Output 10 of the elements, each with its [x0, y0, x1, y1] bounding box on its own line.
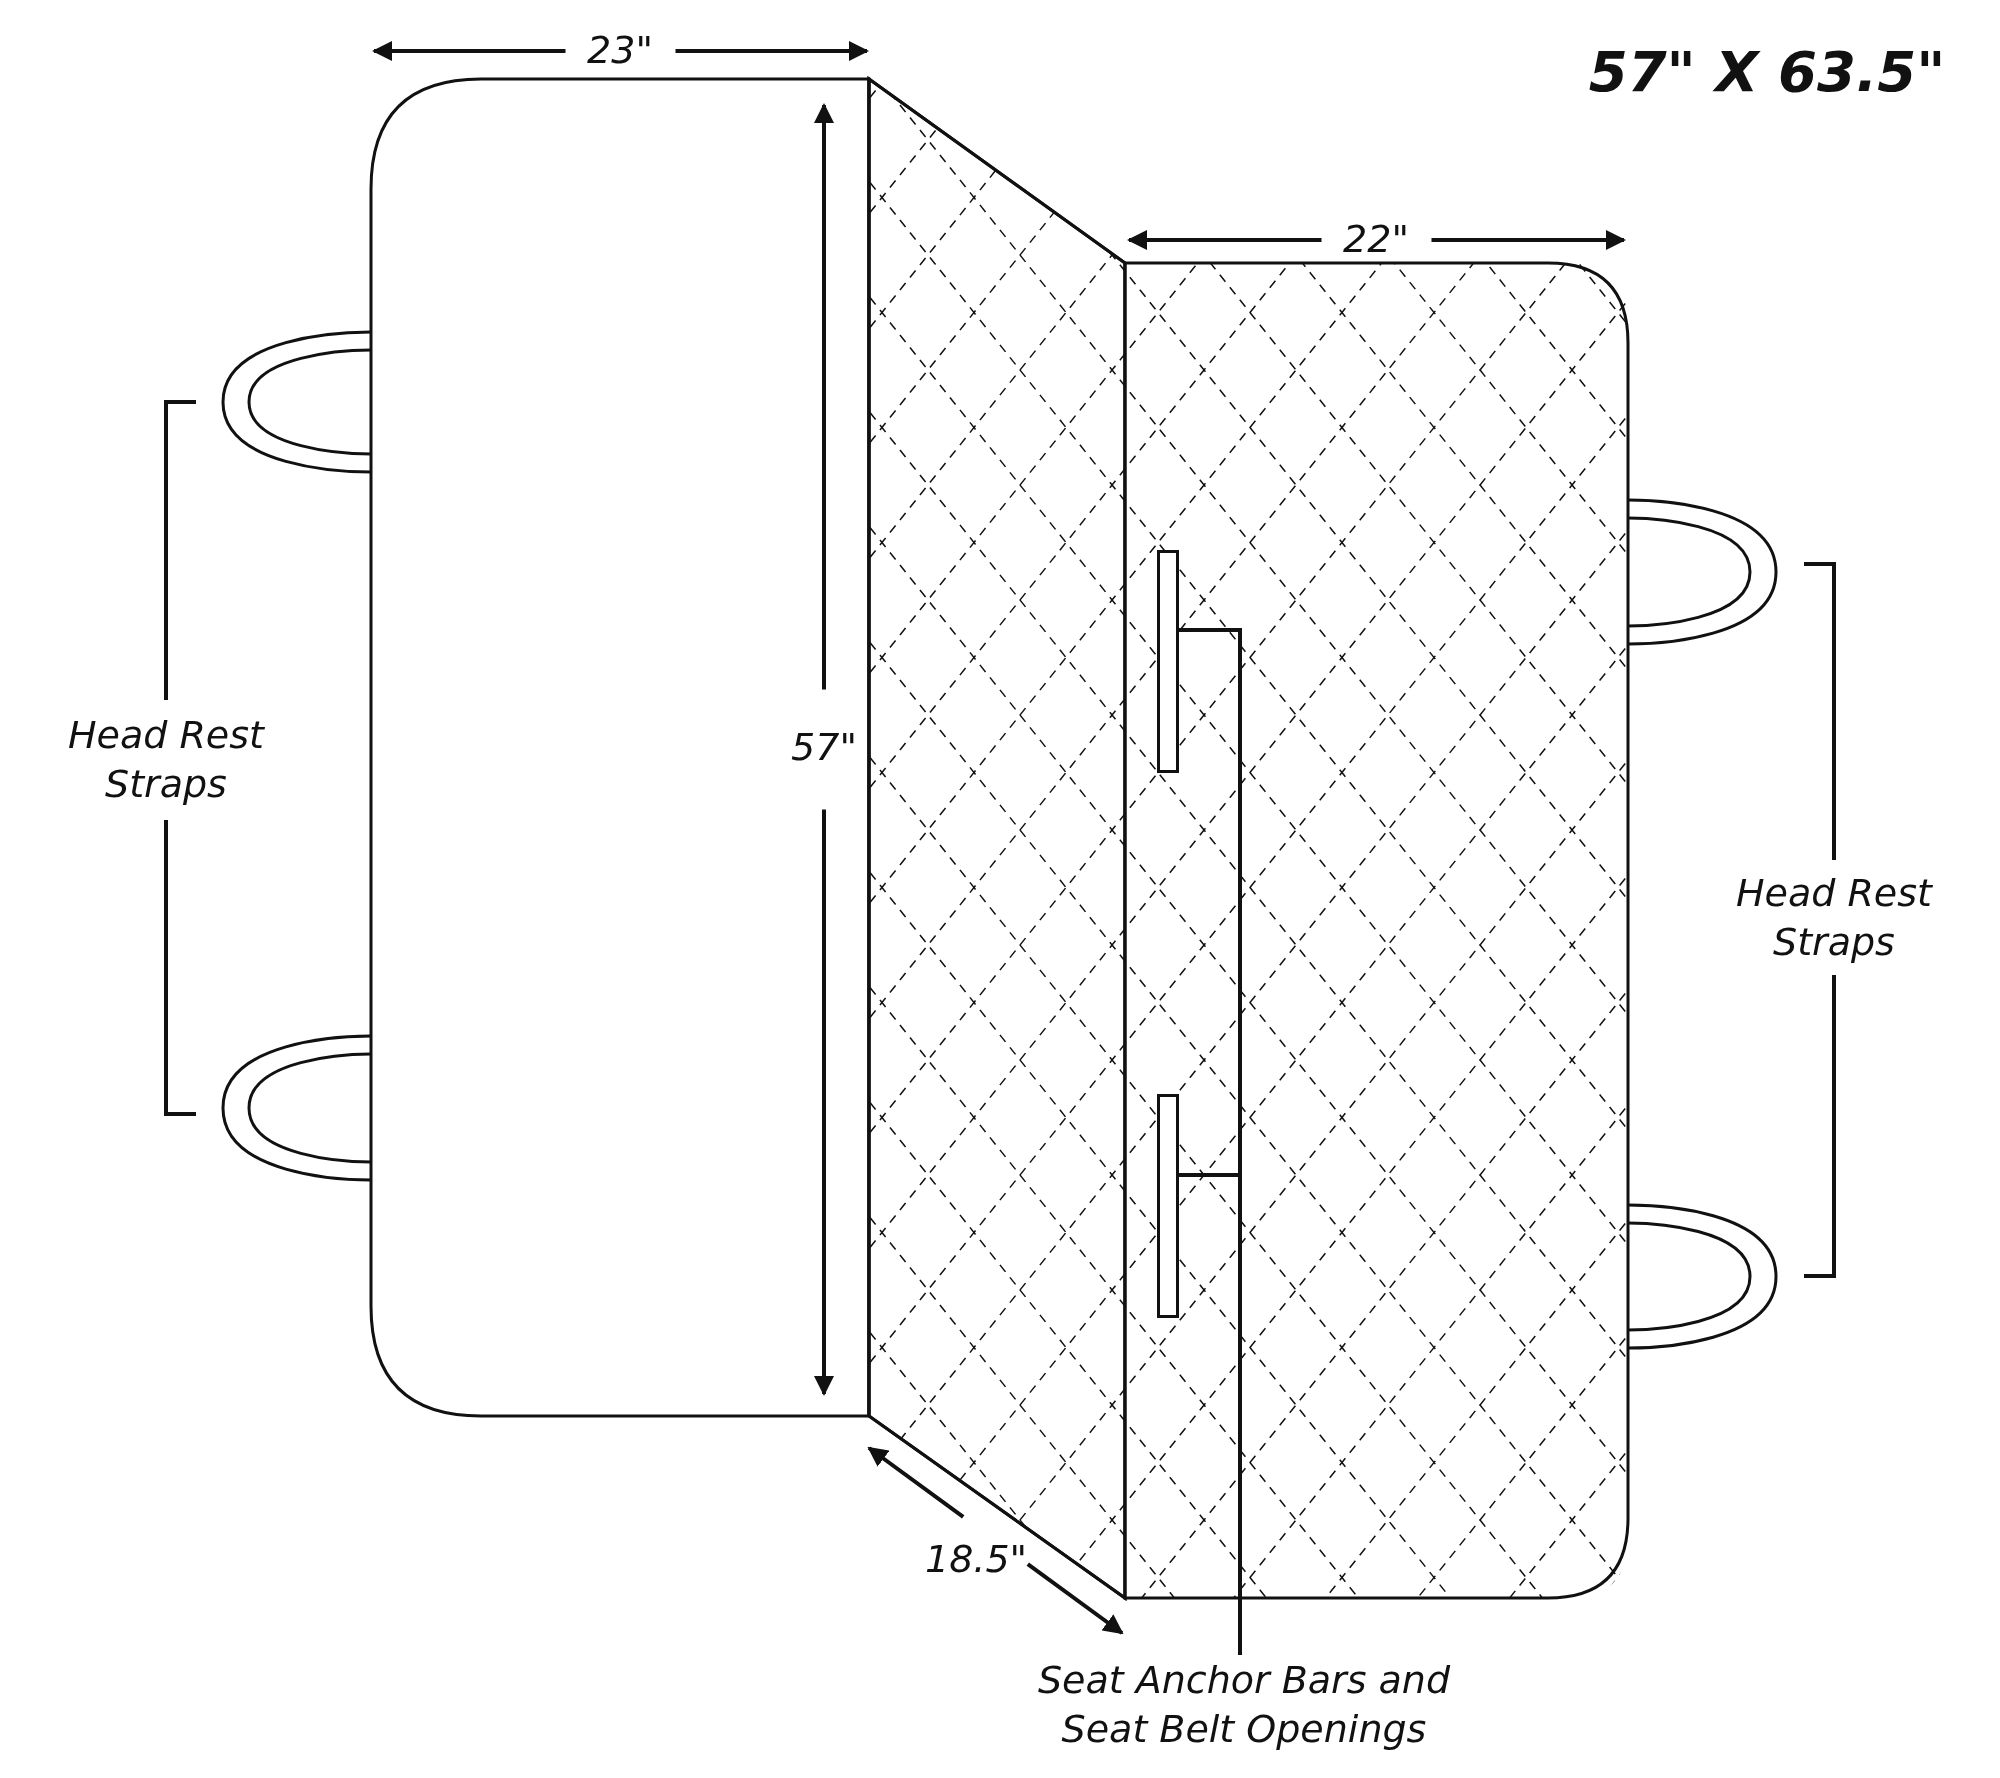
- title: 57" X 63.5": [1588, 37, 1946, 106]
- anchor-bar: [1157, 550, 1179, 773]
- callout-label: Seat Anchor Bars and Seat Belt Openings: [994, 1655, 1494, 1755]
- dimension-label: 22": [1343, 216, 1409, 264]
- dimension-label: 57": [791, 724, 857, 772]
- strap-label: Head Rest Straps: [67, 711, 266, 808]
- dimension-label: 23": [587, 27, 653, 75]
- dimension-label: 18.5": [924, 1536, 1028, 1584]
- strap-label: Head Rest Straps: [1735, 869, 1934, 966]
- anchor-bar: [1157, 1094, 1179, 1318]
